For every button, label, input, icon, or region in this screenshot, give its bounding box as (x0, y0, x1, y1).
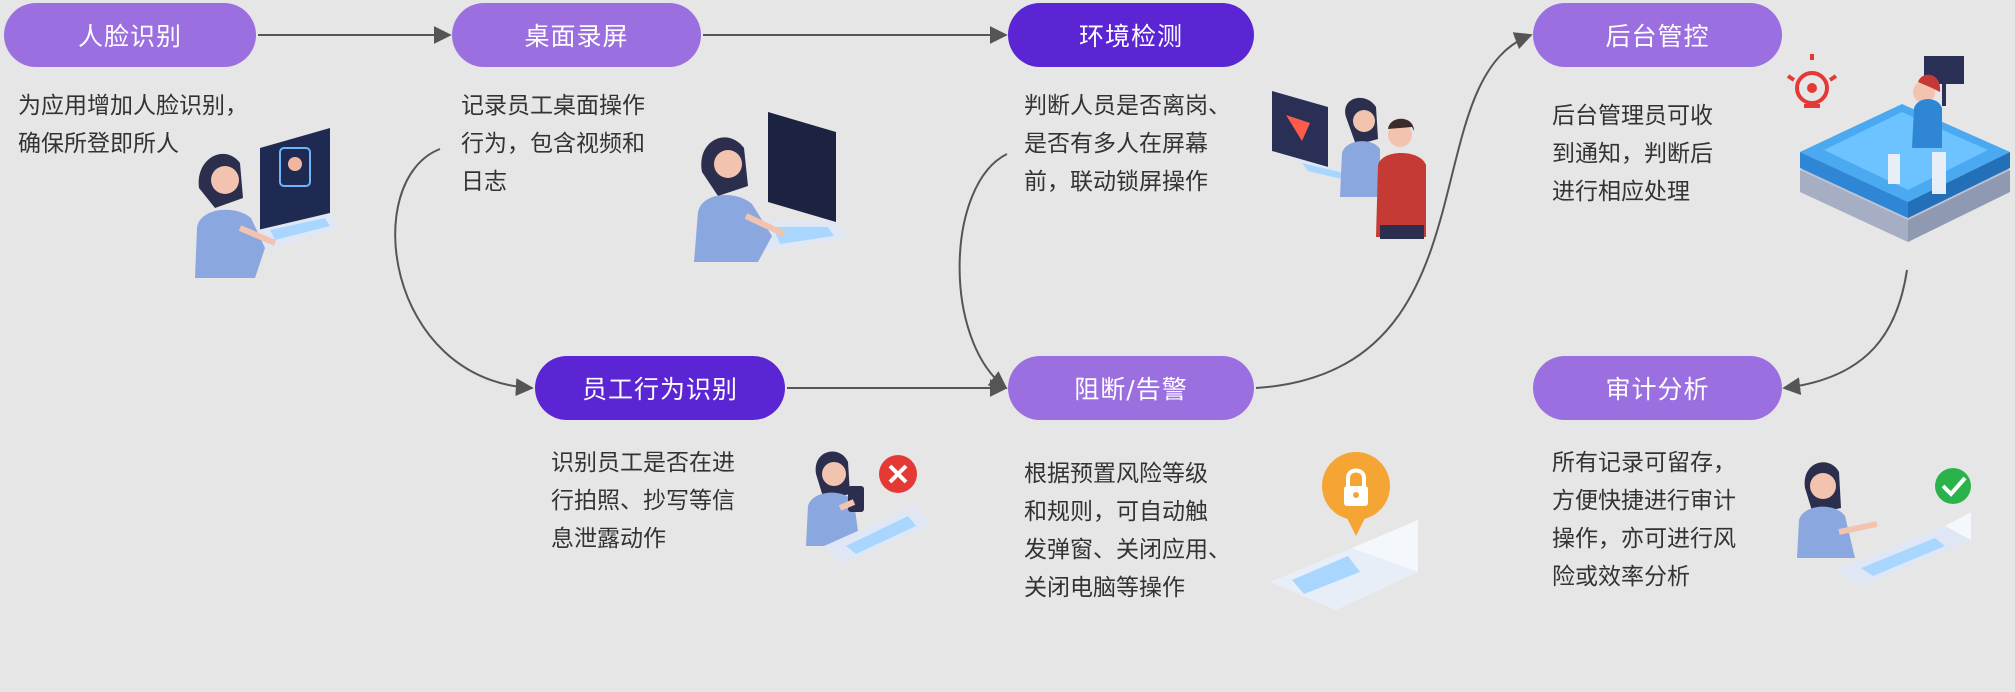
step-behavior-recognition: 员工行为识别 (535, 356, 785, 420)
step-block-alert: 阻断/告警 (1008, 356, 1254, 420)
environment-detection-illustration (1272, 91, 1426, 239)
step-environment-detection-desc: 判断人员是否离岗、 是否有多人在屏幕 前，联动锁屏操作 (1024, 93, 1231, 195)
step-screen-recording-desc: 记录员工桌面操作 行为，包含视频和 日志 (461, 93, 645, 195)
step-backend-control: 后台管控 (1533, 3, 1782, 67)
screen-recording-illustration (694, 112, 848, 262)
step-backend-control-desc: 后台管理员可收 到通知，判断后 进行相应处理 (1552, 103, 1713, 205)
step-audit-analysis-desc: 所有记录可留存， 方便快捷进行审计 操作，亦可进行风 险或效率分析 (1552, 450, 1736, 590)
step-block-alert-desc: 根据预置风险等级 和规则，可自动触 发弹窗、关闭应用、 关闭电脑等操作 (1024, 461, 1231, 601)
step-audit-analysis: 审计分析 (1533, 356, 1782, 420)
backend-control-illustration (1786, 54, 2010, 242)
arrow-block-to-backend (1255, 32, 1533, 389)
step-face-recognition-desc: 为应用增加人脸识别， 确保所登即所人 (18, 93, 248, 157)
behavior-recognition-illustration (806, 451, 932, 564)
arrow-backend-to-audit (1782, 269, 1908, 396)
block-alert-illustration (1270, 452, 1418, 610)
audit-analysis-illustration (1797, 462, 1971, 586)
arrow-screen-to-behavior (394, 148, 534, 397)
step-environment-detection: 环境检测 (1008, 3, 1254, 67)
face-scan-illustration (195, 128, 340, 278)
step-behavior-recognition-desc: 识别员工是否在进 行拍照、抄写等信 息泄露动作 (551, 450, 735, 552)
step-face-recognition: 人脸识别 (4, 3, 256, 67)
step-screen-recording: 桌面录屏 (452, 3, 701, 67)
arrow-env-to-block (958, 153, 1008, 390)
